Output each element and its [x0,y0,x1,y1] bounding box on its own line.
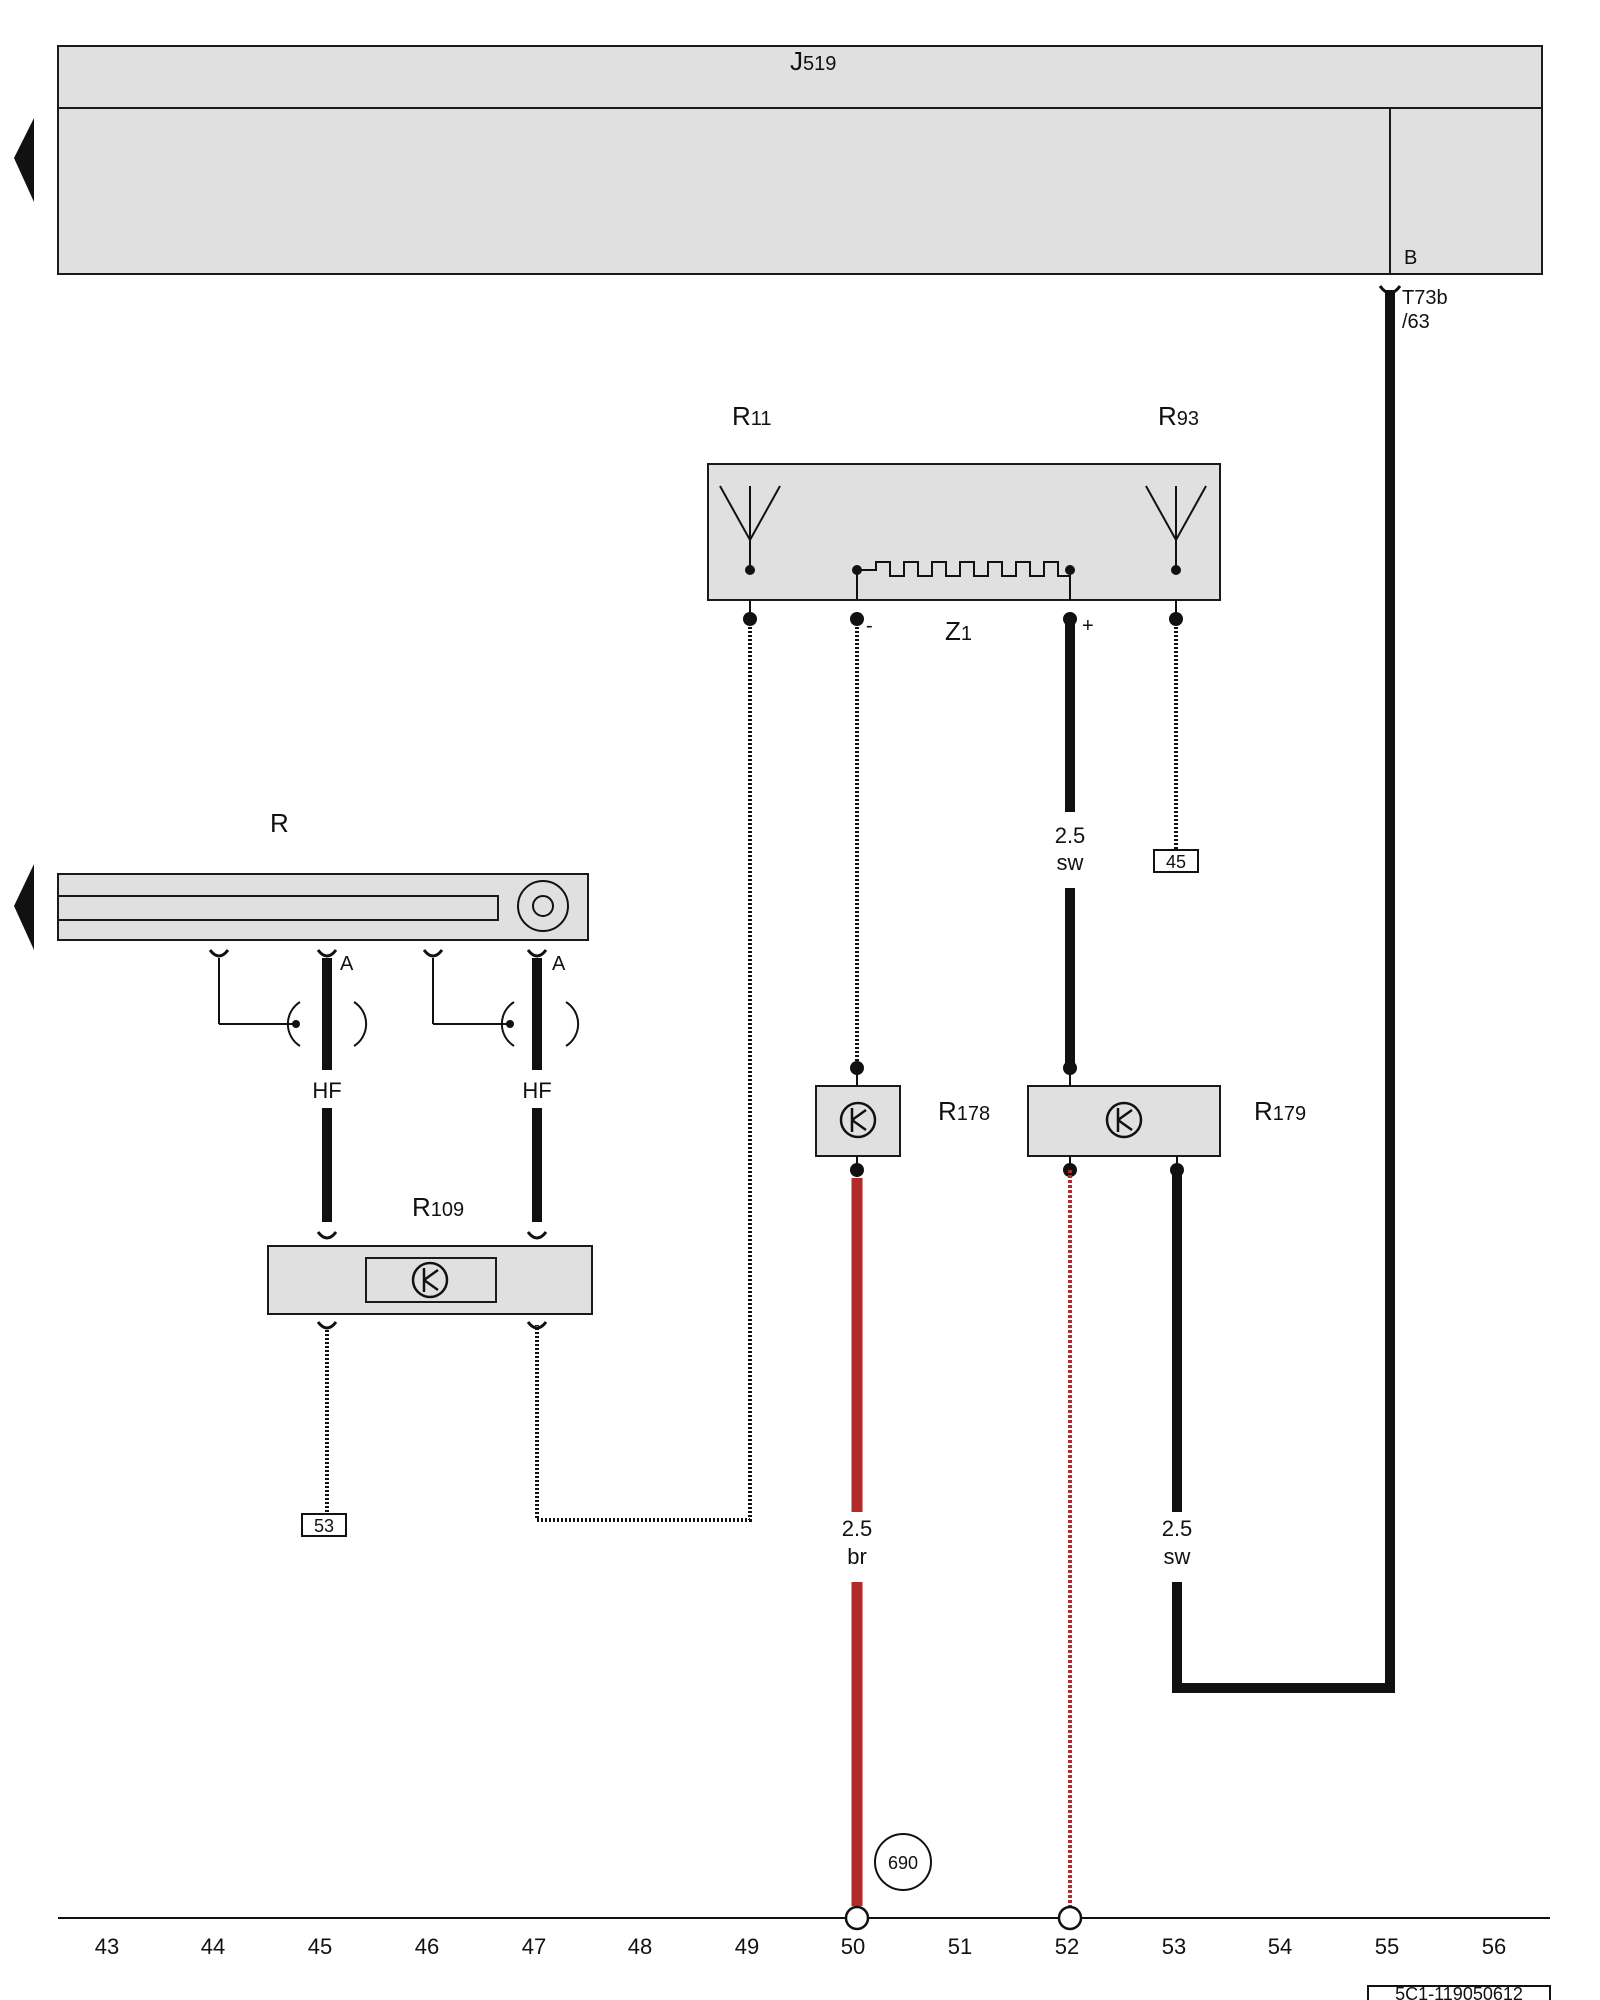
connector-t73b: B T73b /63 [1378,247,1448,333]
amplifier-r179: R179 [1027,1068,1306,1157]
heater-element-icon [857,561,1071,577]
ground-reference-690: 690 [874,1833,932,1891]
svg-text:51: 51 [948,1934,972,1959]
svg-text:47: 47 [522,1934,546,1959]
wire-size-label: 2.5 [842,1516,873,1541]
pin-plus: + [1082,615,1094,637]
svg-text:690: 690 [888,1853,918,1873]
wire-color-label: br [847,1544,867,1569]
svg-text:5C1-119050612: 5C1-119050612 [1395,1984,1523,2000]
connector-number: /63 [1402,311,1430,333]
wire-j519-to-r179 [1172,290,1395,1693]
svg-text:45: 45 [308,1934,332,1959]
antenna-module-r11-r93: R11 R93 [707,401,1221,601]
radio-antenna-connector-2: A HF [422,949,580,1222]
svg-text:53: 53 [314,1516,334,1536]
wire-size-label: 2.5 [1162,1516,1193,1541]
svg-text:46: 46 [415,1934,439,1959]
antenna-icon [719,485,781,575]
hf-label: HF [522,1078,551,1103]
svg-text:48: 48 [628,1934,652,1959]
amplifier-r109: R109 [267,1192,593,1330]
r109-label: R109 [412,1192,464,1222]
reference-box-53: 53 [301,1513,347,1537]
z1-label: Z1 [945,616,972,646]
connector-pin-b: B [1404,247,1417,269]
wire-size-label: 2.5 [1055,823,1086,848]
reference-box-45: 45 [1153,849,1199,873]
control-unit-j519: J519 [57,45,1543,275]
r178-label: R178 [938,1096,990,1126]
svg-text:44: 44 [201,1934,225,1959]
continuation-arrow-radio [14,864,34,950]
wire-color-label: sw [1057,850,1084,875]
diagram-id-box: 5C1-119050612 [1367,1984,1551,2000]
radio-antenna-connector-1: A HF [208,949,368,1222]
hf-label: HF [312,1078,341,1103]
svg-text:54: 54 [1268,1934,1292,1959]
svg-text:43: 43 [95,1934,119,1959]
continuation-arrow-top [14,118,34,202]
column-scale: 43 44 45 46 47 48 49 50 51 52 53 54 55 5… [95,1934,1506,1959]
j519-label: J519 [790,46,836,76]
svg-text:45: 45 [1166,852,1186,872]
pin-a-label: A [552,953,566,975]
wire-color-label: sw [1164,1544,1191,1569]
svg-text:49: 49 [735,1934,759,1959]
svg-text:50: 50 [841,1934,865,1959]
pin-a-label: A [340,953,354,975]
r179-label: R179 [1254,1096,1306,1126]
svg-text:56: 56 [1482,1934,1506,1959]
wire-r11-to-r109 [535,619,752,1522]
r11-label: R11 [732,401,772,431]
pin-minus: - [866,615,873,637]
radio-r: R [57,808,589,941]
svg-text:53: 53 [1162,1934,1186,1959]
connector-name: T73b [1402,287,1448,309]
amplifier-r178: R178 [815,1068,990,1157]
r93-label: R93 [1158,401,1199,431]
svg-text:55: 55 [1375,1934,1399,1959]
antenna-icon [1145,485,1207,575]
radio-label: R [270,808,289,838]
svg-text:52: 52 [1055,1934,1079,1959]
